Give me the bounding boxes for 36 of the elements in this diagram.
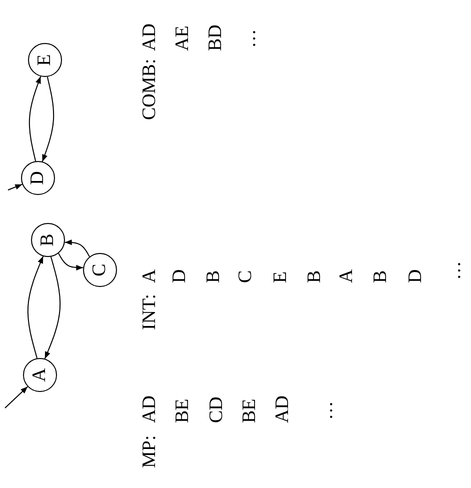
list-entry: AD (272, 396, 294, 423)
list-entry: C (235, 270, 257, 283)
arrow (27, 256, 44, 359)
list-entry: CD (206, 396, 228, 423)
state-circle: E (28, 43, 62, 77)
state-circle: B (31, 223, 65, 257)
list-heading: COMB: (139, 58, 161, 120)
list-entry: … (316, 401, 338, 420)
list-entry: B (370, 270, 392, 283)
list-entry: BE (172, 398, 194, 423)
state-circle: C (83, 253, 117, 287)
list-heading: INT: (139, 294, 161, 330)
list-entry: D (405, 269, 427, 283)
list-entry: AD (139, 396, 161, 423)
arrow (44, 256, 61, 360)
list-entry: … (444, 261, 466, 280)
list-entry: E (270, 271, 292, 283)
list-entry: B (304, 270, 326, 283)
arrow (64, 240, 90, 258)
list-entry: A (336, 269, 358, 283)
list-entry: B (203, 270, 225, 283)
list-entry: AD (139, 24, 161, 51)
list-entry: BD (205, 24, 227, 51)
list-entry: BE (239, 398, 261, 423)
arrow (28, 76, 42, 162)
arrow (58, 252, 84, 270)
list-heading: MP: (139, 435, 161, 468)
arrow (4, 386, 28, 408)
arrow (8, 184, 23, 190)
state-circle: D (21, 161, 55, 195)
arrow (42, 76, 54, 162)
list-entry: AE (172, 26, 194, 51)
list-entry: D (169, 269, 191, 283)
list-entry: A (139, 269, 161, 283)
list-entry: … (239, 29, 261, 48)
state-circle: A (23, 358, 57, 392)
